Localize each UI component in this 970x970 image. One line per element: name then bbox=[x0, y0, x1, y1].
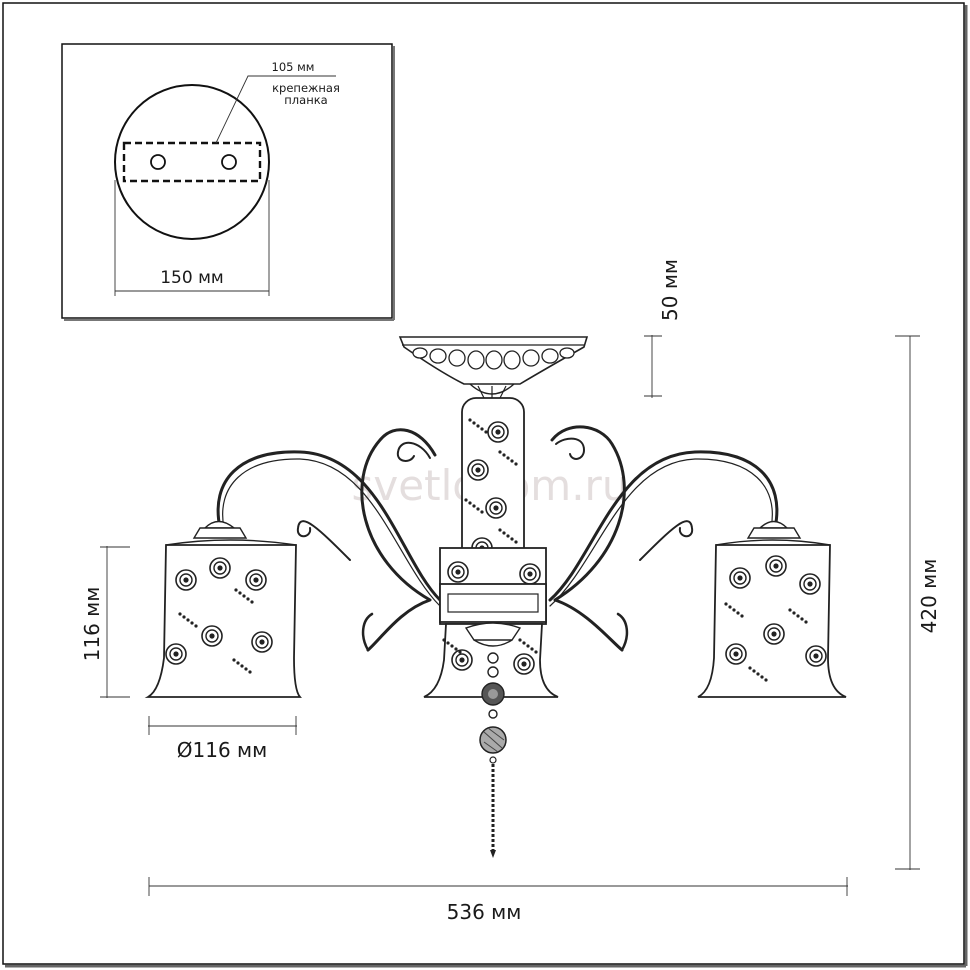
center-ring bbox=[439, 547, 547, 625]
canopy-height-label: 50 мм bbox=[658, 259, 682, 321]
left-outer-arm bbox=[216, 450, 442, 602]
mount-label-line1: крепежная bbox=[272, 81, 340, 95]
mount-leader-line bbox=[215, 75, 336, 144]
shade-left bbox=[144, 520, 302, 698]
canopy bbox=[398, 336, 589, 400]
bar-spacing-label: 105 мм bbox=[272, 60, 315, 74]
total-height-label: 420 мм bbox=[917, 559, 941, 634]
base-circle bbox=[114, 84, 270, 240]
chandelier bbox=[144, 336, 847, 858]
mount-label-line2: планка bbox=[284, 93, 327, 107]
total-width-label: 536 мм bbox=[447, 900, 522, 924]
shade-diameter-label: Ø116 мм bbox=[177, 738, 267, 762]
inset-panel: 105 мм крепежная планка 150 мм bbox=[61, 43, 395, 321]
screw-hole-left bbox=[150, 154, 166, 170]
right-scroll-arm bbox=[550, 425, 626, 652]
shade-height-label: 116 мм bbox=[80, 587, 104, 662]
screw-hole-right bbox=[221, 154, 237, 170]
pull-chain bbox=[479, 652, 507, 858]
shade-right bbox=[697, 520, 847, 698]
right-outer-arm bbox=[548, 450, 779, 602]
mounting-bar bbox=[122, 141, 262, 183]
left-scroll-arm bbox=[360, 428, 437, 652]
main-dimensions: 50 мм 420 мм 116 мм Ø116 мм 536 мм bbox=[80, 259, 941, 924]
base-diameter-label: 150 мм bbox=[160, 268, 224, 288]
